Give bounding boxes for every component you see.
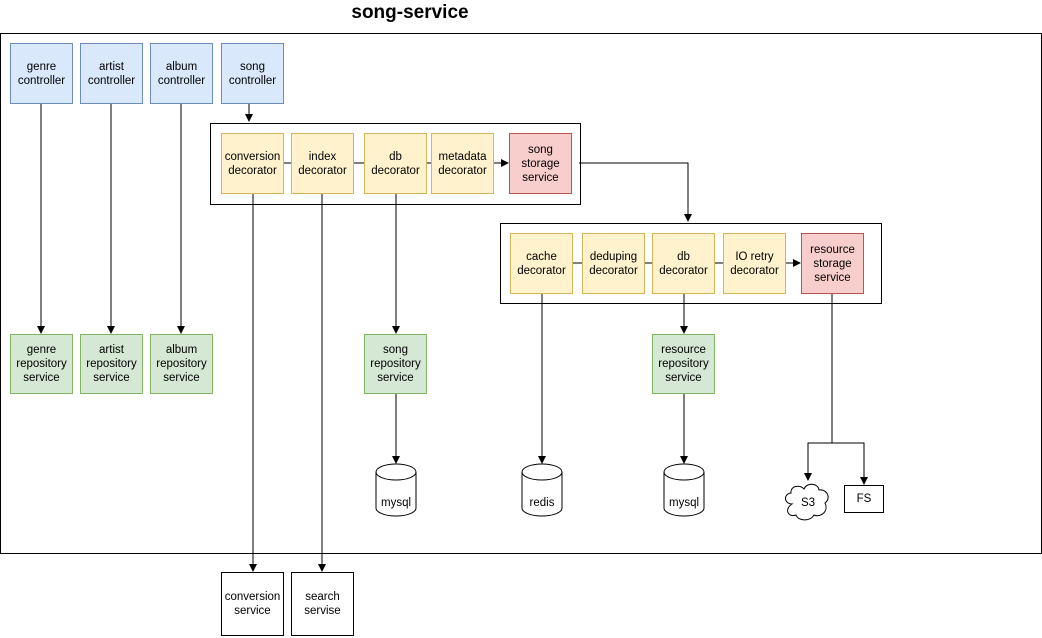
resource-storage-service: resource storage service [801,233,864,294]
redis-database-icon [521,463,563,517]
s3-label: S3 [800,497,816,509]
conversion-service: conversion service [221,572,284,636]
fs-storage: FS [844,485,884,513]
db-decorator-resource: db decorator [652,233,715,294]
mysql-song-label: mysql [380,497,412,509]
metadata-decorator: metadata decorator [431,133,494,194]
db-decorator-song: db decorator [364,133,427,194]
album-repository-service: album repository service [150,334,213,394]
artist-repository-service: artist repository service [80,334,143,394]
album-controller: album controller [150,43,213,104]
search-service: search servise [291,572,354,636]
cache-decorator: cache decorator [510,233,573,294]
diagram-title: song-service [351,2,469,23]
edge-resource-storage-to-s3 [804,294,833,481]
mysql-resource-database-icon [663,463,705,517]
conversion-decorator: conversion decorator [221,133,284,194]
edge-resource-storage-to-fs [832,442,868,485]
song-controller: song controller [221,43,284,104]
mysql-song-database-icon [375,463,417,517]
s3-cloud-icon [785,483,829,521]
deduping-decorator: deduping decorator [582,233,645,294]
song-storage-service: song storage service [509,133,572,194]
resource-repository-service: resource repository service [652,334,715,394]
genre-controller: genre controller [10,43,73,104]
io-retry-decorator: IO retry decorator [723,233,786,294]
index-decorator: index decorator [291,133,354,194]
redis-label: redis [529,497,555,509]
song-repository-service: song repository service [364,334,427,394]
edge-song-chain-to-resource-chain [579,162,692,222]
genre-repository-service: genre repository service [10,334,73,394]
mysql-resource-label: mysql [668,497,700,509]
resource-decorator-chain-group [500,223,882,304]
artist-controller: artist controller [80,43,143,104]
